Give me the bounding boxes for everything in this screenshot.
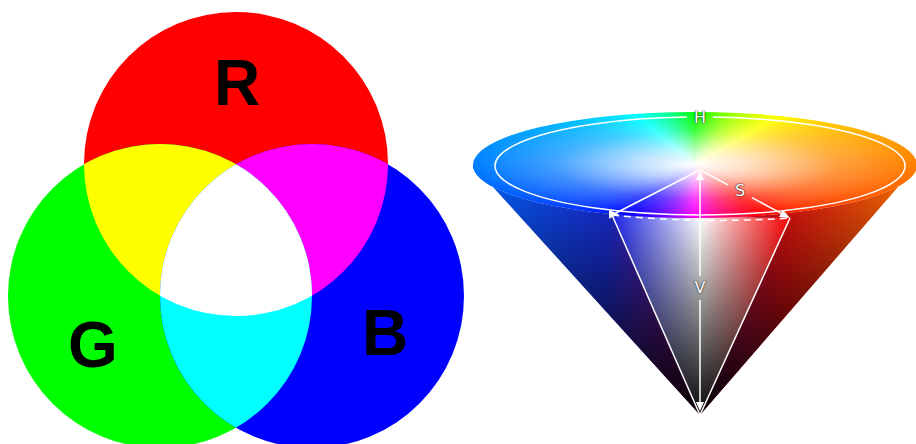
cone-wedge: [612, 215, 790, 415]
circle-shape: [160, 144, 464, 444]
cyan-overlap: [160, 144, 464, 444]
saturation-arrow: [752, 198, 784, 215]
channel-letter: B: [362, 301, 408, 365]
arrowhead: [779, 210, 790, 218]
channel-letter: R: [214, 51, 260, 115]
color-circle: R: [84, 12, 388, 316]
dashed-chord: [612, 215, 790, 220]
circle-outline: [8, 144, 312, 444]
axis-label: S: [735, 183, 745, 199]
value-arrow: [699, 300, 701, 404]
wedge-edge: [612, 170, 700, 215]
value-arrow: [699, 178, 701, 276]
arrowhead: [609, 210, 619, 219]
cone-wedge-shade: [612, 215, 790, 415]
channel-letter: G: [68, 313, 118, 377]
axis-label: H: [694, 110, 706, 126]
color-circle: B: [160, 144, 464, 444]
rgb-venn: [8, 12, 464, 444]
circle-shape: [84, 12, 388, 316]
blue-circle: [160, 144, 464, 444]
white-overlap: [160, 144, 464, 444]
magenta-overlap: [160, 144, 464, 444]
saturation-arrow: [700, 170, 728, 185]
hue-disc: [473, 112, 916, 218]
arrowhead: [696, 402, 704, 411]
circle-outline: [160, 144, 464, 444]
color-circle: G: [8, 144, 312, 444]
circle-shape: [8, 144, 312, 444]
wedge-edge: [612, 215, 700, 415]
arrowhead: [696, 171, 704, 180]
wedge-edge: [700, 218, 790, 415]
axis-label: V: [695, 280, 706, 296]
